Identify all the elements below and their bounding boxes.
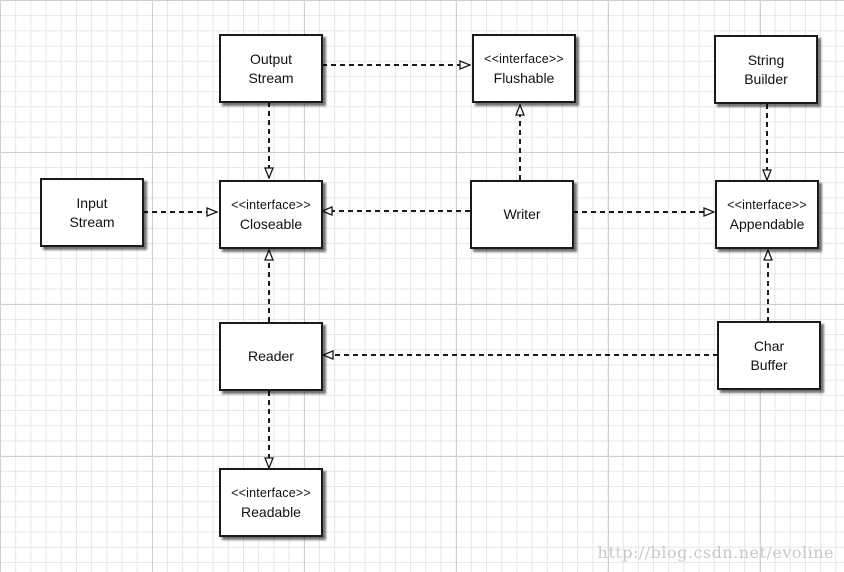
node-label-line: Input	[76, 194, 108, 211]
node-char-buffer: Char Buffer	[717, 321, 821, 390]
node-stereotype: <<interface>>	[727, 197, 807, 212]
node-output-stream: Output Stream	[219, 34, 323, 103]
node-writer: Writer	[470, 180, 574, 249]
node-stereotype: <<interface>>	[484, 51, 564, 66]
node-label-line: Builder	[744, 70, 788, 87]
node-label-line: Reader	[248, 348, 294, 364]
node-label-line: Writer	[503, 206, 541, 222]
node-string-builder: String Builder	[714, 35, 818, 104]
watermark-text: http://blog.csdn.net/evoline	[597, 543, 834, 562]
node-stereotype: <<interface>>	[231, 197, 311, 212]
node-reader: Reader	[219, 322, 323, 391]
node-stereotype: <<interface>>	[231, 485, 311, 500]
node-label-line: Char	[753, 337, 785, 354]
node-appendable: <<interface>> Appendable	[715, 180, 819, 249]
node-label-line: Appendable	[729, 215, 805, 232]
node-label-line: Output	[249, 50, 293, 67]
node-label-line: Buffer	[750, 356, 788, 373]
node-label-line: Flushable	[493, 69, 555, 86]
node-input-stream: Input Stream	[40, 178, 144, 247]
node-label-line: Closeable	[239, 215, 303, 232]
node-flushable: <<interface>> Flushable	[472, 34, 576, 103]
node-label-line: Stream	[69, 213, 115, 230]
node-label-line: Stream	[248, 69, 294, 86]
node-label-line: String	[747, 51, 785, 68]
node-closeable: <<interface>> Closeable	[219, 180, 323, 249]
node-readable: <<interface>> Readable	[219, 468, 323, 537]
node-label-line: Readable	[241, 503, 301, 520]
